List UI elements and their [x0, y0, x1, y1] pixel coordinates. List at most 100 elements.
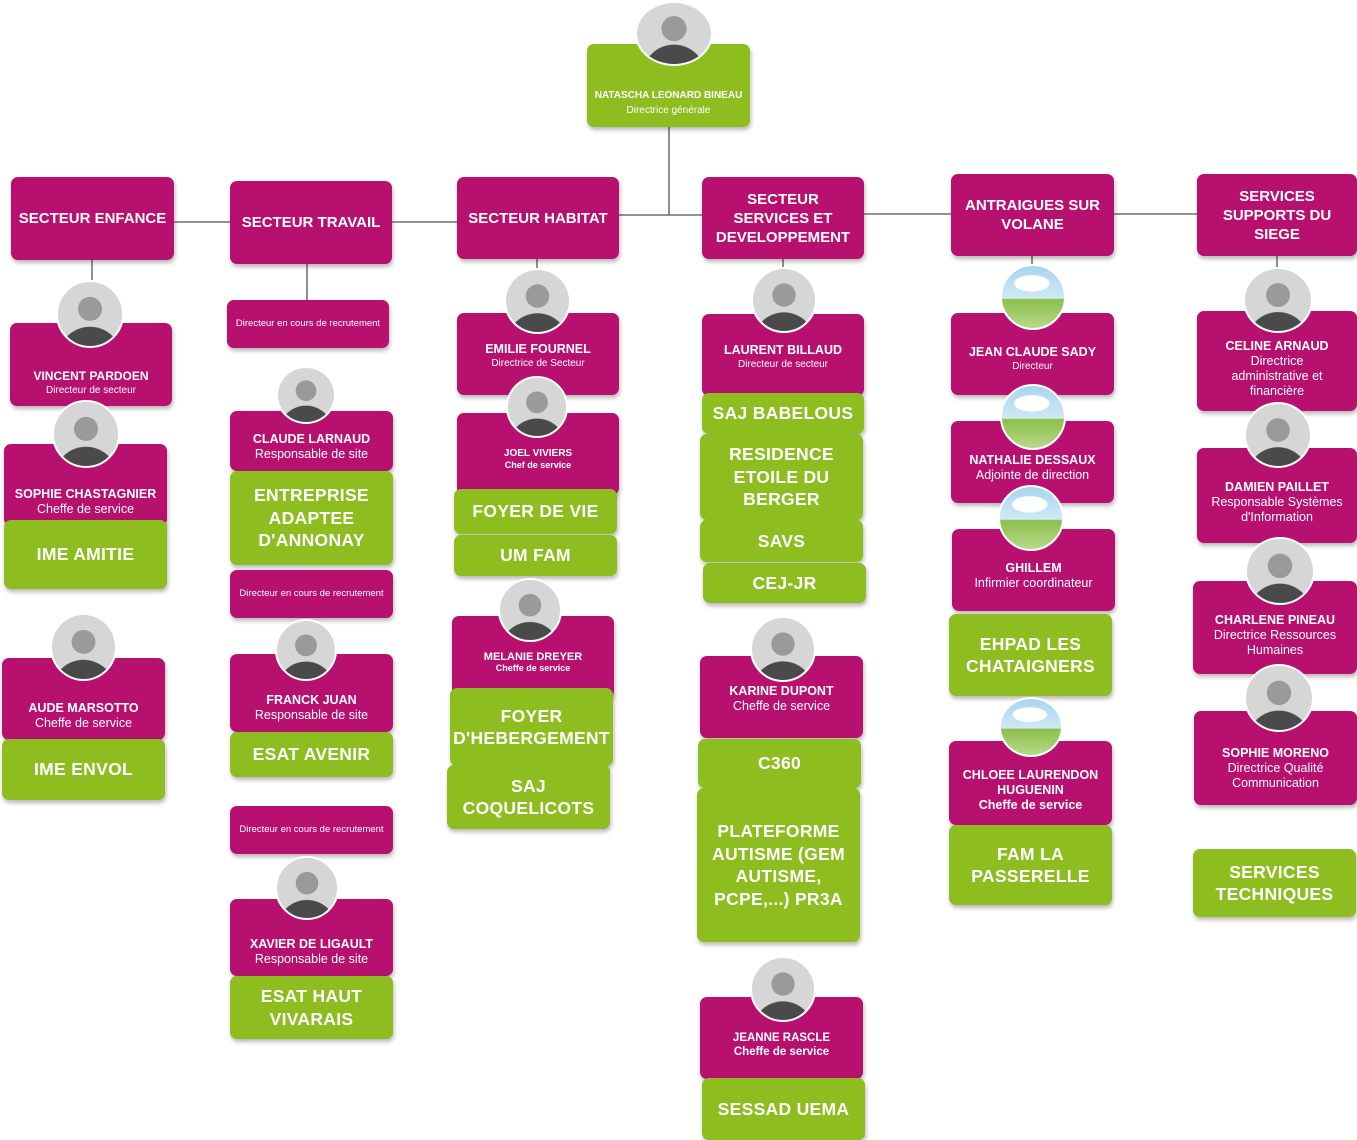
person-photo [52, 400, 120, 468]
person-role: Responsable Systèmes d'Information [1211, 495, 1343, 524]
site-label: FOYER D'HEBERGEMENT [453, 705, 610, 749]
person-name: DAMIEN PAILLET [1225, 480, 1329, 494]
recruitment-label: Directeur en cours de recrutement [239, 588, 384, 599]
site-label: C360 [757, 753, 802, 774]
person-photo [750, 616, 816, 682]
site-label: FOYER DE VIE [472, 501, 599, 522]
person-name: GHILLEM [1005, 561, 1062, 575]
person-role: Infirmier coordinateur [974, 576, 1093, 590]
person-name: CHLOEE LAURENDON HUGUENIN [962, 768, 1099, 797]
person-photo [750, 956, 816, 1022]
site-label: RESIDENCE ETOILE DU BERGER [729, 444, 834, 510]
sector-enfance: SECTEUR ENFANCE [11, 177, 174, 260]
site-label: ENTREPRISE ADAPTEE D'ANNONAY [254, 485, 369, 551]
sector-habitat: SECTEUR HABITAT [457, 177, 619, 259]
person-name: AUDE MARSOTTO [28, 701, 139, 715]
person-role: Directeur de secteur [737, 359, 829, 370]
person-card: MELANIE DREYER Cheffe de service [452, 616, 614, 698]
site-box: SAVS [700, 520, 863, 562]
person-photo [1244, 664, 1314, 732]
person-name: KARINE DUPONT [729, 684, 834, 698]
site-label: CEJ-JR [752, 572, 817, 593]
sector-travail: SECTEUR TRAVAIL [230, 181, 392, 264]
sector-services: SECTEUR SERVICES ET DEVELOPPEMENT [702, 177, 864, 259]
person-photo [56, 280, 124, 348]
person-role: Cheffe de service [34, 716, 133, 730]
site-label: FAM LA PASSERELLE [971, 843, 1090, 887]
sector-enfance-label: SECTEUR ENFANCE [18, 210, 167, 227]
site-box: IME AMITIE [4, 520, 167, 589]
site-box: ESAT HAUT VIVARAIS [230, 976, 393, 1039]
person-role: Cheffe de service [732, 699, 831, 713]
sector-supports: SERVICES SUPPORTS DU SIEGE [1197, 174, 1357, 256]
person-name: JOEL VIVIERS [503, 448, 573, 459]
person-role: Directrice de Secteur [491, 358, 585, 369]
site-box: CEJ-JR [703, 563, 866, 603]
site-label: SAJ BABELOUS [712, 403, 854, 424]
person-photo [1244, 402, 1312, 468]
site-label: SAJ COQUELICOTS [462, 775, 595, 819]
sector-services-label: SECTEUR SERVICES ET DEVELOPPEMENT [715, 190, 851, 246]
person-photo [498, 578, 562, 642]
person-photo [504, 268, 571, 334]
person-name: CHARLENE PINEAU [1214, 613, 1336, 627]
person-photo [1243, 267, 1313, 333]
person-photo [751, 267, 817, 333]
person-role: Directrice Ressources Humaines [1213, 628, 1337, 657]
person-name: CLAUDE LARNAUD [252, 432, 371, 446]
person-role: Cheffe de service [495, 663, 571, 673]
recruitment-label: Directeur en cours de recrutement [239, 824, 384, 835]
site-box: FOYER D'HEBERGEMENT [450, 688, 613, 766]
person-photo [999, 697, 1063, 757]
person-role: Directeur de secteur [45, 385, 137, 396]
site-label: SERVICES TECHNIQUES [1215, 861, 1334, 905]
site-box: FAM LA PASSERELLE [949, 825, 1112, 905]
person-photo [998, 485, 1064, 551]
site-label: IME AMITIE [36, 544, 135, 565]
site-label: SESSAD UEMA [717, 1098, 850, 1119]
site-box: SAJ COQUELICOTS [447, 765, 610, 829]
person-name: SOPHIE CHASTAGNIER [14, 487, 157, 501]
site-box: SAJ BABELOUS [702, 393, 864, 434]
recruitment-box: Directeur en cours de recrutement [230, 570, 393, 618]
person-name: XAVIER DE LIGAULT [249, 937, 374, 951]
person-role: Directrice administrative et financière [1231, 354, 1323, 398]
person-card: CHLOEE LAURENDON HUGUENIN Cheffe de serv… [949, 741, 1112, 825]
person-photo [276, 366, 336, 424]
site-label: ESAT HAUT VIVARAIS [260, 986, 363, 1029]
person-card: SOPHIE MORENO Directrice Qualité Communi… [1194, 711, 1357, 805]
sector-travail-label: SECTEUR TRAVAIL [241, 214, 381, 231]
person-role: Cheffe de service [733, 1046, 830, 1058]
person-name: JEAN CLAUDE SADY [968, 345, 1097, 359]
site-box: FOYER DE VIE [454, 489, 617, 534]
recruitment-box: Directeur en cours de recrutement [227, 300, 389, 348]
site-box: ENTREPRISE ADAPTEE D'ANNONAY [230, 471, 393, 565]
site-box: UM FAM [454, 535, 617, 576]
recruitment-box: Directeur en cours de recrutement [230, 806, 393, 854]
person-role: Directeur [1012, 361, 1053, 372]
person-role: Responsable de site [254, 447, 369, 461]
site-label: PLATEFORME AUTISME (GEM AUTISME, PCPE,..… [712, 821, 845, 909]
recruitment-label: Directeur en cours de recrutement [235, 318, 381, 329]
person-name: SOPHIE MORENO [1222, 746, 1329, 760]
sector-antraigues: ANTRAIGUES SUR VOLANE [951, 174, 1114, 256]
person-name: CELINE ARNAUD [1225, 339, 1329, 353]
site-label: EHPAD LES CHATAIGNERS [965, 633, 1096, 677]
site-box: PLATEFORME AUTISME (GEM AUTISME, PCPE,..… [697, 788, 860, 942]
sector-supports-label: SERVICES SUPPORTS DU SIEGE [1222, 187, 1332, 243]
person-role: Responsable de site [254, 952, 369, 966]
person-role: Responsable de site [254, 708, 369, 722]
sector-antraigues-label: ANTRAIGUES SUR VOLANE [964, 197, 1100, 233]
person-name: MELANIE DREYER [483, 651, 583, 663]
person-name: VINCENT PARDOEN [33, 369, 149, 383]
person-photo [506, 376, 568, 438]
site-box: IME ENVOL [2, 739, 165, 800]
person-photo [275, 619, 337, 681]
person-photo [50, 613, 117, 681]
site-box: RESIDENCE ETOILE DU BERGER [700, 434, 863, 520]
person-name: FRANCK JUAN [266, 693, 357, 707]
site-label: IME ENVOL [34, 759, 133, 780]
site-box: SESSAD UEMA [702, 1078, 865, 1140]
person-role: Cheffe de service [978, 798, 1083, 812]
